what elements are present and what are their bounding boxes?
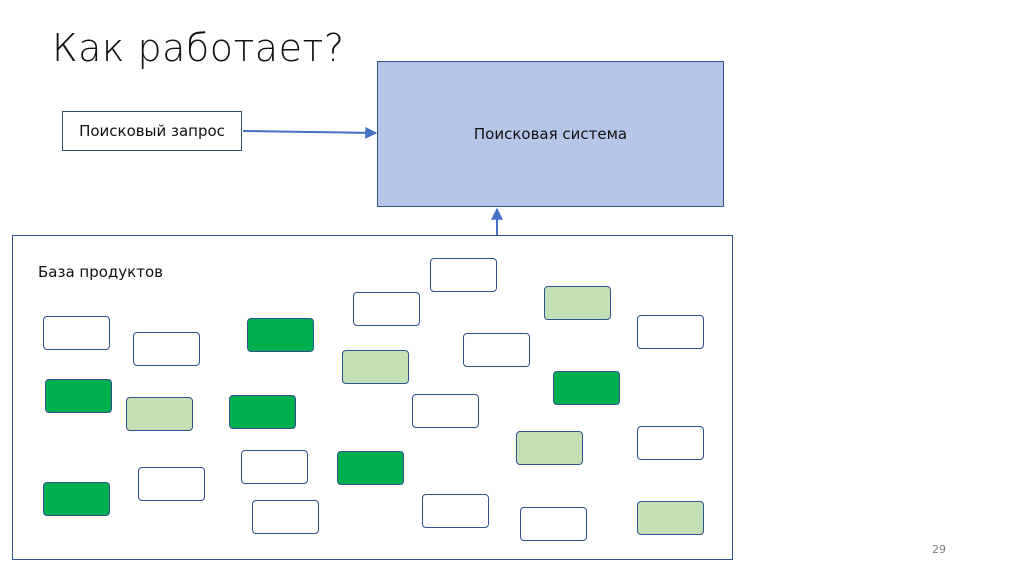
product-card [422, 494, 489, 528]
search-query-label: Поисковый запрос [79, 122, 225, 140]
slide-title: Как работает? [52, 26, 345, 70]
search-query-box: Поисковый запрос [62, 111, 242, 151]
product-card [463, 333, 530, 367]
product-card [637, 501, 704, 535]
product-card [133, 332, 200, 366]
product-card [353, 292, 420, 326]
product-card [43, 482, 110, 516]
product-card [637, 315, 704, 349]
product-card [337, 451, 404, 485]
product-card [45, 379, 112, 413]
product-card [430, 258, 497, 292]
product-card [229, 395, 296, 429]
product-card [544, 286, 611, 320]
product-card [241, 450, 308, 484]
product-card [247, 318, 314, 352]
product-card [412, 394, 479, 428]
product-card [138, 467, 205, 501]
search-engine-label: Поисковая система [473, 125, 628, 143]
product-card [520, 507, 587, 541]
product-card [126, 397, 193, 431]
product-card [252, 500, 319, 534]
query-to-engine-arrow [242, 126, 378, 139]
product-card [342, 350, 409, 384]
page-number: 29 [932, 543, 946, 556]
product-database-label: База продуктов [38, 263, 163, 281]
search-engine-box: Поисковая система [377, 61, 724, 207]
product-card [43, 316, 110, 350]
product-card [516, 431, 583, 465]
product-card [553, 371, 620, 405]
product-card [637, 426, 704, 460]
product-database-box [12, 235, 733, 560]
